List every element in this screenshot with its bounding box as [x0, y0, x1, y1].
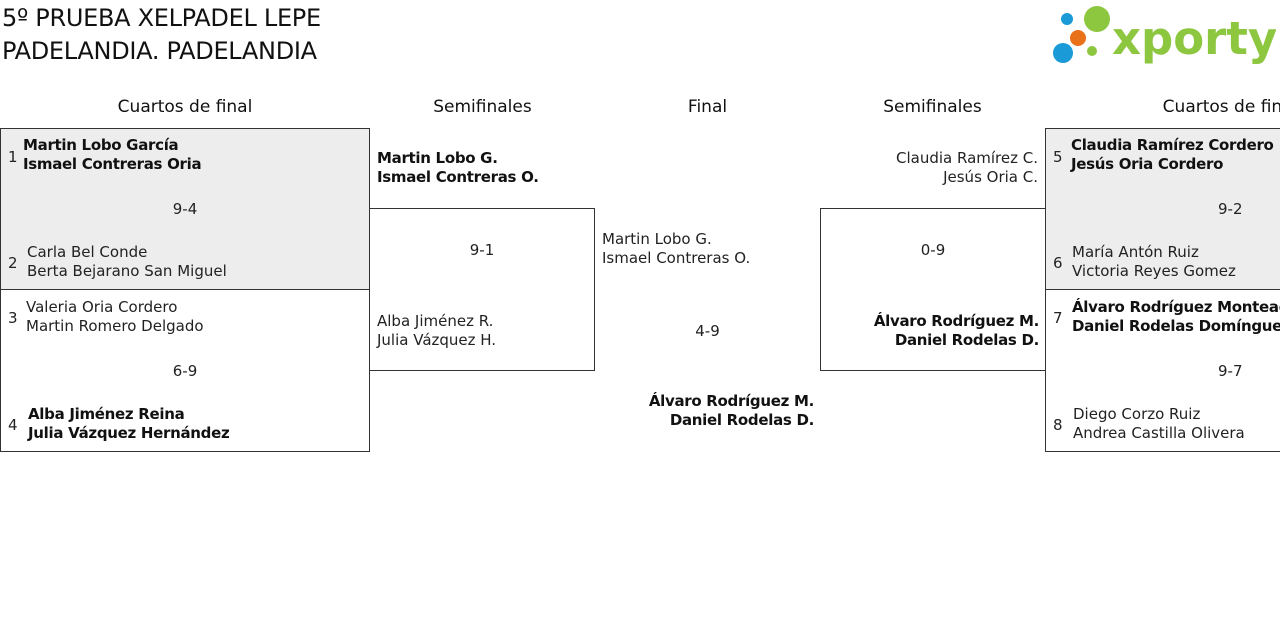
tournament-title-line2: PADELANDIA. PADELANDIA [2, 37, 317, 65]
match-left-quarter-2[interactable]: 3 Valeria Oria Cordero Martin Romero Del… [0, 289, 370, 452]
round-header-right-quarters: Cuartos de final [1162, 97, 1280, 117]
player-name: Martin Romero Delgado [26, 317, 204, 335]
player-name: Martin Lobo García [23, 136, 179, 154]
player-name: Julia Vázquez H. [377, 331, 497, 349]
player-name: Julia Vázquez Hernández [28, 424, 230, 442]
round-header-final: Final [687, 97, 728, 117]
seed-number: 8 [1053, 416, 1063, 434]
player-name: Daniel Rodelas D. [669, 411, 814, 429]
tournament-title-line1: 5º PRUEBA XELPADEL LEPE [2, 4, 321, 32]
match-score: 9-7 [1218, 362, 1243, 380]
seed-number: 1 [8, 148, 18, 166]
tournament-title: 5º PRUEBA XELPADEL LEPE PADELANDIA. PADE… [2, 2, 321, 68]
match-left-quarter-1[interactable]: 1 Martin Lobo García Ismael Contreras Or… [0, 128, 370, 290]
final-score: 4-9 [695, 322, 720, 340]
player-name: Ismael Contreras O. [377, 168, 539, 186]
player-name: Álvaro Rodríguez M. [648, 392, 814, 410]
player-name: Martin Lobo G. [602, 230, 712, 248]
player-name: Alba Jiménez R. [377, 312, 494, 330]
seed-number: 3 [8, 309, 18, 327]
player-name: Jesús Oria Cordero [1071, 155, 1224, 173]
player-name: Victoria Reyes Gomez [1072, 262, 1236, 280]
match-right-quarter-1[interactable]: 5 Claudia Ramírez Cordero Jesús Oria Cor… [1045, 128, 1280, 290]
match-left-semi[interactable]: 9-1 Alba Jiménez R. Julia Vázquez H. [369, 208, 595, 371]
player-name: Berta Bejarano San Miguel [27, 262, 227, 280]
seed-number: 5 [1053, 148, 1063, 166]
player-name: Álvaro Rodríguez Monteagu [1072, 298, 1280, 316]
match-right-quarter-2[interactable]: 7 Álvaro Rodríguez Monteagu Daniel Rodel… [1045, 289, 1280, 452]
match-score: 0-9 [920, 241, 946, 259]
match-score: 6-9 [172, 362, 198, 380]
xporty-logo-graphic: xporty [1053, 6, 1277, 65]
player-name: María Antón Ruiz [1072, 243, 1199, 261]
match-score: 9-4 [172, 200, 198, 218]
player-name: Claudia Ramírez C. [895, 149, 1038, 167]
match-score: 9-1 [469, 241, 495, 259]
seed-number: 2 [8, 254, 18, 272]
player-name: Jesús Oria C. [943, 168, 1038, 186]
round-header-left-semis: Semifinales [433, 97, 532, 117]
seed-number: 6 [1053, 254, 1063, 272]
player-name: Álvaro Rodríguez M. [873, 312, 1039, 330]
player-name: Andrea Castilla Olivera [1073, 424, 1245, 442]
player-name: Ismael Contreras Oria [23, 155, 202, 173]
match-score: 9-2 [1218, 200, 1243, 218]
player-name: Daniel Rodelas Domínguez [1072, 317, 1280, 335]
player-name: Alba Jiménez Reina [28, 405, 185, 423]
seed-number: 4 [8, 416, 18, 434]
round-header-left-quarters: Cuartos de final [117, 97, 253, 117]
seed-number: 7 [1053, 309, 1063, 327]
player-name: Diego Corzo Ruiz [1073, 405, 1201, 423]
xporty-logo-text: xporty [1112, 12, 1276, 65]
xporty-logo: xporty [1050, 4, 1277, 68]
player-name: Ismael Contreras O. [602, 249, 751, 267]
player-name: Valeria Oria Cordero [26, 298, 178, 316]
round-header-right-semis: Semifinales [883, 97, 982, 117]
player-name: Martin Lobo G. [377, 149, 498, 167]
match-right-semi[interactable]: 0-9 Álvaro Rodríguez M. Daniel Rodelas D… [820, 208, 1046, 371]
player-name: Daniel Rodelas D. [894, 331, 1039, 349]
player-name: Carla Bel Conde [27, 243, 148, 261]
player-name: Claudia Ramírez Cordero [1071, 136, 1274, 154]
